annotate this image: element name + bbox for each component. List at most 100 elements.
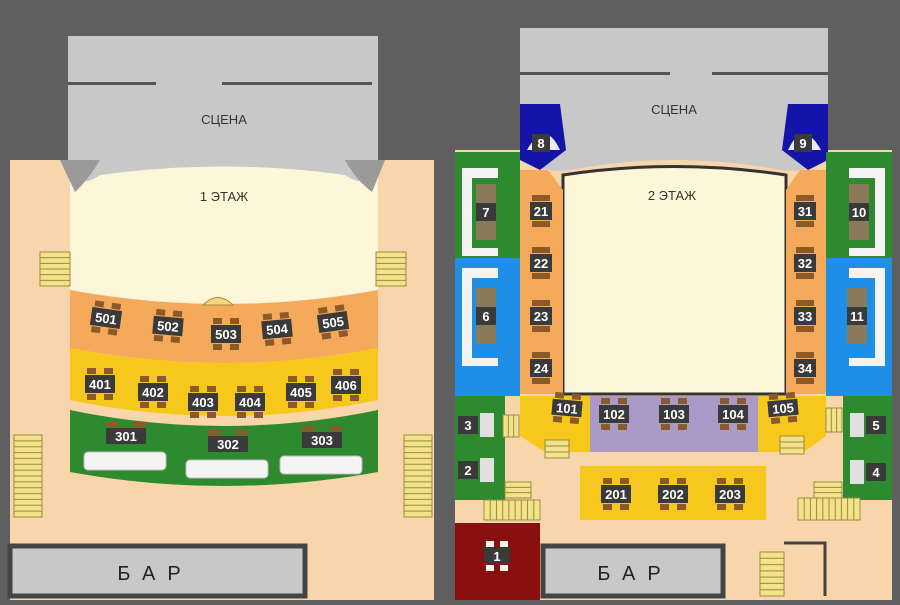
table-24[interactable]: 24	[530, 352, 552, 384]
table-201[interactable]: 201	[601, 478, 631, 510]
table-202[interactable]: 202	[658, 478, 688, 510]
table-402[interactable]: 402	[138, 376, 168, 408]
table-301[interactable]: 301	[106, 428, 146, 444]
chair	[264, 339, 275, 347]
table-number: 503	[215, 327, 237, 342]
chair	[785, 391, 796, 399]
chair	[805, 378, 814, 384]
table-502[interactable]: 502	[152, 308, 185, 344]
table-505[interactable]: 505	[316, 304, 350, 340]
table-406[interactable]: 406	[331, 369, 361, 401]
table-21[interactable]: 21	[530, 195, 552, 227]
table-303[interactable]: 303	[302, 432, 342, 448]
table-number: 10	[852, 205, 866, 220]
chair	[281, 337, 292, 345]
table-top	[286, 383, 316, 401]
table-number: 101	[555, 400, 578, 417]
table-number: 5	[872, 418, 879, 433]
chair	[237, 412, 246, 418]
bar-label: БАР	[117, 563, 192, 585]
table-top	[484, 548, 510, 564]
chair	[850, 413, 864, 437]
chair	[532, 352, 541, 358]
chair	[140, 376, 149, 382]
chair	[805, 300, 814, 306]
table-7[interactable]: 7	[476, 203, 496, 221]
chair	[796, 273, 805, 279]
table-number: 301	[115, 429, 137, 444]
chair	[603, 504, 612, 510]
stairs-f1-left-top	[39, 251, 71, 287]
table-6[interactable]: 6	[476, 307, 496, 325]
table-number: 105	[772, 400, 795, 417]
chair	[805, 195, 814, 201]
chair	[796, 195, 805, 201]
table-top	[458, 461, 478, 479]
table-top	[530, 254, 552, 272]
chair	[87, 394, 96, 400]
chair	[720, 424, 729, 430]
chair	[157, 376, 166, 382]
chair	[236, 430, 248, 435]
table-401[interactable]: 401	[85, 368, 115, 400]
table-top	[551, 398, 583, 418]
table-405[interactable]: 405	[286, 376, 316, 408]
table-1[interactable]: 1	[484, 541, 510, 571]
table-22[interactable]: 22	[530, 247, 552, 279]
table-top	[331, 376, 361, 394]
chair	[153, 334, 164, 342]
chair	[796, 300, 805, 306]
table-33[interactable]: 33	[794, 300, 816, 332]
table-top	[794, 307, 816, 325]
stairs-f2-h	[797, 497, 861, 521]
table-104[interactable]: 104	[718, 398, 748, 430]
table-top	[866, 416, 886, 434]
chair	[190, 412, 199, 418]
chair	[237, 386, 246, 392]
chair	[486, 541, 494, 547]
table-top	[718, 405, 748, 423]
chair	[805, 247, 814, 253]
table-101[interactable]: 101	[551, 391, 584, 425]
table-32[interactable]: 32	[794, 247, 816, 279]
table-2[interactable]: 2	[458, 461, 478, 479]
chair	[480, 413, 494, 437]
table-8[interactable]: 8	[532, 134, 550, 152]
table-top	[599, 405, 629, 423]
table-top	[794, 202, 816, 220]
table-503[interactable]: 503	[211, 318, 241, 350]
table-203[interactable]: 203	[715, 478, 745, 510]
table-top	[767, 398, 799, 418]
table-302[interactable]: 302	[208, 436, 248, 452]
table-34[interactable]: 34	[794, 352, 816, 384]
chair	[207, 386, 216, 392]
table-504[interactable]: 504	[261, 311, 294, 347]
table-10[interactable]: 10	[849, 203, 869, 221]
table-501[interactable]: 501	[89, 300, 123, 336]
table-103[interactable]: 103	[659, 398, 689, 430]
table-4[interactable]: 4	[866, 463, 886, 481]
table-31[interactable]: 31	[794, 195, 816, 227]
table-102[interactable]: 102	[599, 398, 629, 430]
chair	[734, 478, 743, 484]
table-top	[89, 306, 123, 330]
table-105[interactable]: 105	[767, 391, 800, 425]
table-404[interactable]: 404	[235, 386, 265, 418]
table-5[interactable]: 5	[866, 416, 886, 434]
table-403[interactable]: 403	[188, 386, 218, 418]
table-top	[601, 485, 631, 503]
chair	[661, 424, 670, 430]
chair	[554, 391, 565, 399]
stairs-f2-c	[779, 435, 805, 455]
table-11[interactable]: 11	[847, 307, 867, 325]
table-top	[208, 436, 248, 452]
table-top	[316, 310, 350, 334]
chair	[262, 313, 273, 321]
table-number: 34	[798, 361, 813, 376]
chair	[330, 426, 342, 431]
table-23[interactable]: 23	[530, 300, 552, 332]
table-3[interactable]: 3	[458, 416, 478, 434]
table-top	[152, 315, 184, 337]
table-9[interactable]: 9	[794, 134, 812, 152]
stage-label: СЦЕНА	[651, 102, 697, 117]
